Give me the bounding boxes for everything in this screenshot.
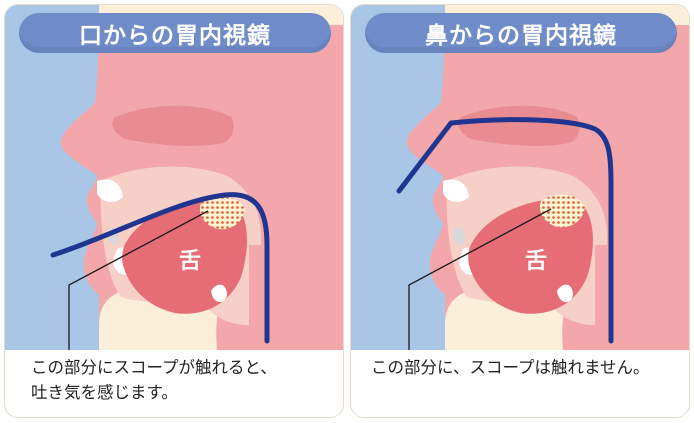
tongue-label: 舌 — [525, 243, 547, 275]
caption-line: この部分にスコープが触れると、 — [31, 355, 341, 380]
caption: この部分にスコープが触れると、 吐き気を感じます。 — [31, 355, 341, 405]
tongue-label: 舌 — [179, 243, 201, 275]
air-background — [351, 5, 445, 350]
oral-endoscopy-panel: 口からの胃内視鏡 舌 こ — [4, 4, 344, 418]
nasal-route-illustration — [351, 5, 690, 350]
caption-line: 吐き気を感じます。 — [31, 380, 341, 405]
nasal-endoscopy-panel: 鼻からの胃内視鏡 舌 この部分に、スコープは触れません。 — [350, 4, 690, 418]
air-background — [5, 5, 99, 350]
panel-title: 口からの胃内視鏡 — [79, 16, 271, 50]
caption: この部分に、スコープは触れません。 — [371, 355, 681, 380]
panel-title: 鼻からの胃内視鏡 — [425, 16, 617, 50]
panel-title-pill: 口からの胃内視鏡 — [19, 13, 331, 53]
oral-route-illustration — [5, 5, 344, 350]
panel-title-pill: 鼻からの胃内視鏡 — [365, 13, 677, 53]
pharynx-wall — [249, 245, 267, 350]
caption-line: この部分に、スコープは触れません。 — [371, 355, 681, 380]
